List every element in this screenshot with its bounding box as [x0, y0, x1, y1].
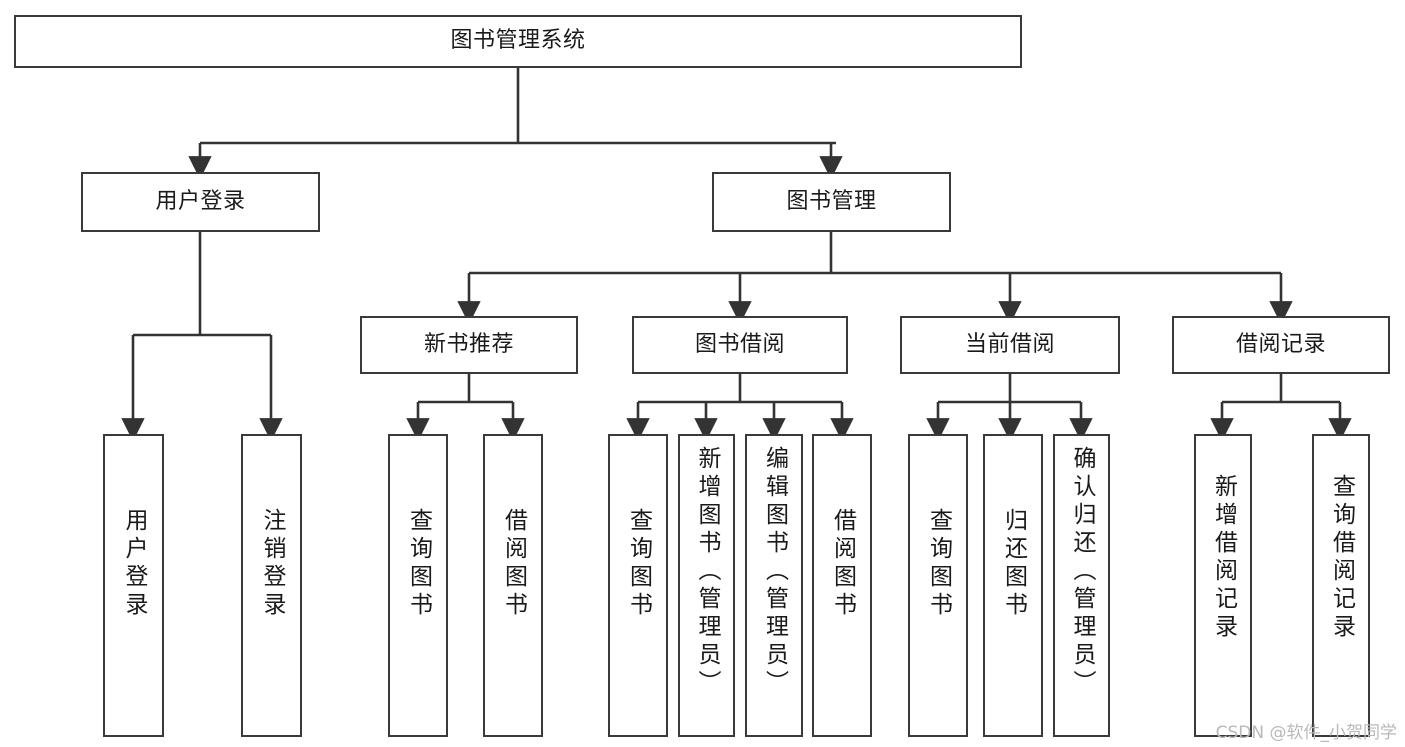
- node-leaf-query-book-2[interactable]: 查询图书: [608, 434, 668, 737]
- node-leaf-borrow-book-2[interactable]: 借阅图书: [812, 434, 872, 737]
- node-leaf-confirm-return[interactable]: 确认归还（管理员）: [1053, 434, 1110, 737]
- node-leaf-add-book-label: 新增图书（管理员）: [694, 446, 720, 698]
- node-leaf-add-record-label: 新增借阅记录: [1210, 474, 1237, 642]
- node-current-borrow-label: 当前借阅: [964, 331, 1055, 357]
- node-leaf-query-book-3[interactable]: 查询图书: [908, 434, 968, 737]
- node-leaf-query-book-2-label: 查询图书: [625, 508, 652, 620]
- node-book-manage-label: 图书管理: [786, 188, 877, 214]
- node-leaf-return-book-label: 归还图书: [1000, 508, 1027, 620]
- node-new-book-rec-label: 新书推荐: [423, 331, 514, 357]
- node-root[interactable]: 图书管理系统: [14, 15, 1022, 68]
- node-leaf-user-login[interactable]: 用户登录: [103, 434, 164, 737]
- node-leaf-logout[interactable]: 注销登录: [241, 434, 302, 737]
- node-leaf-add-book[interactable]: 新增图书（管理员）: [678, 434, 735, 737]
- node-leaf-query-record-label: 查询借阅记录: [1328, 474, 1355, 642]
- node-book-borrow-label: 图书借阅: [694, 331, 785, 357]
- node-user-login-label: 用户登录: [155, 188, 246, 214]
- node-leaf-add-record[interactable]: 新增借阅记录: [1194, 434, 1252, 737]
- csdn-watermark: CSDN @软件_小贺同学: [1215, 723, 1397, 743]
- node-leaf-edit-book[interactable]: 编辑图书（管理员）: [745, 434, 803, 737]
- node-leaf-query-book-3-label: 查询图书: [925, 508, 952, 620]
- node-leaf-return-book[interactable]: 归还图书: [983, 434, 1043, 737]
- node-user-login[interactable]: 用户登录: [81, 172, 320, 232]
- node-leaf-user-login-label: 用户登录: [121, 508, 147, 620]
- node-leaf-query-book-1[interactable]: 查询图书: [388, 434, 448, 737]
- node-leaf-borrow-book-1[interactable]: 借阅图书: [483, 434, 543, 737]
- node-new-book-rec[interactable]: 新书推荐: [360, 316, 578, 374]
- node-leaf-borrow-book-1-label: 借阅图书: [500, 508, 527, 620]
- node-leaf-query-book-1-label: 查询图书: [405, 508, 432, 620]
- node-leaf-borrow-book-2-label: 借阅图书: [829, 508, 856, 620]
- node-leaf-logout-label: 注销登录: [259, 508, 285, 620]
- node-borrow-record[interactable]: 借阅记录: [1172, 316, 1390, 374]
- node-root-label: 图书管理系统: [450, 28, 586, 54]
- node-leaf-confirm-return-label: 确认归还（管理员）: [1069, 446, 1095, 698]
- node-current-borrow[interactable]: 当前借阅: [900, 316, 1120, 374]
- node-book-manage[interactable]: 图书管理: [712, 172, 951, 232]
- node-leaf-edit-book-label: 编辑图书（管理员）: [761, 446, 788, 698]
- node-leaf-query-record[interactable]: 查询借阅记录: [1312, 434, 1370, 737]
- node-borrow-record-label: 借阅记录: [1235, 331, 1326, 357]
- node-book-borrow[interactable]: 图书借阅: [632, 316, 848, 374]
